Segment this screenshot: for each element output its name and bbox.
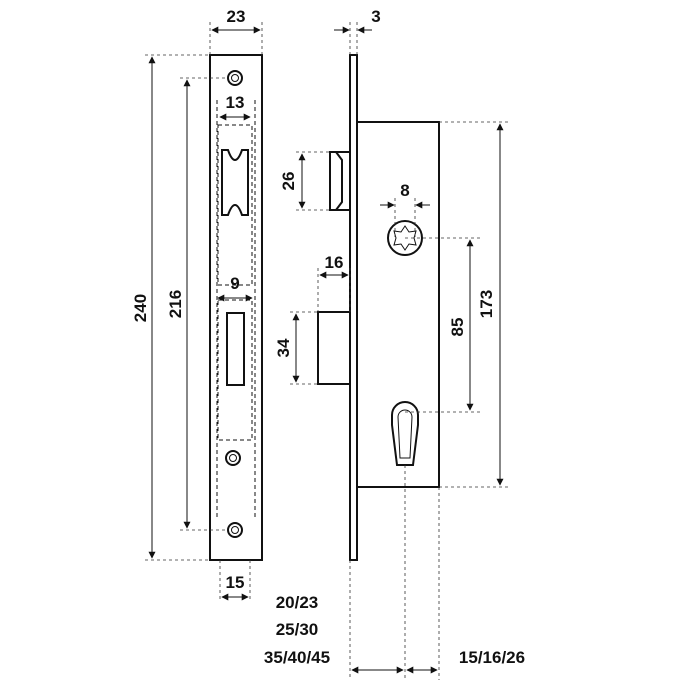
middle-screw-hole bbox=[225, 450, 241, 466]
bottom-screw-hole-inner bbox=[231, 526, 239, 534]
faceplate-front-view bbox=[209, 54, 263, 561]
dim-screw-spacing: 216 bbox=[166, 290, 185, 318]
dim-roller-height: 26 bbox=[279, 172, 298, 191]
dimension-labels: 23 3 13 9 15 8 16 240 216 26 34 85 173 2… bbox=[131, 7, 525, 667]
hub-outer bbox=[387, 220, 423, 256]
lock-body-side-view bbox=[317, 54, 440, 561]
roller-slot bbox=[217, 124, 253, 286]
dim-case-height: 173 bbox=[477, 290, 496, 318]
backset-value-1: 20/23 bbox=[276, 593, 319, 612]
roller-latch-front bbox=[221, 149, 249, 216]
cylinder-hole bbox=[391, 401, 419, 466]
top-screw-hole bbox=[227, 70, 243, 86]
dim-centre-distance: 85 bbox=[448, 318, 467, 337]
deadbolt-side bbox=[317, 311, 351, 385]
deadbolt-slot-frame bbox=[217, 299, 253, 441]
roller-latch-side bbox=[329, 151, 350, 211]
deadbolt-slot bbox=[226, 312, 245, 386]
dim-pin-diameter: 8 bbox=[400, 181, 409, 200]
dim-roller-width: 13 bbox=[226, 93, 245, 112]
dim-bolt-height: 34 bbox=[274, 338, 293, 357]
dim-overall-height: 240 bbox=[131, 294, 150, 322]
top-screw-hole-inner bbox=[231, 74, 239, 82]
dim-faceplate-thickness: 3 bbox=[371, 7, 380, 26]
backset-value-2: 25/30 bbox=[276, 620, 319, 639]
lock-case bbox=[356, 121, 440, 488]
dim-faceplate-width: 23 bbox=[227, 7, 246, 26]
cylinder-hole-inner bbox=[397, 409, 413, 459]
dim-cylinder-offset: 15/16/26 bbox=[459, 648, 525, 667]
dim-bottom-width: 15 bbox=[226, 573, 245, 592]
faceplate-outline bbox=[209, 54, 263, 561]
side-faceplate bbox=[349, 54, 358, 561]
bottom-screw-hole bbox=[227, 522, 243, 538]
hub-star bbox=[393, 225, 417, 251]
dim-bolt-slot-width: 9 bbox=[230, 274, 239, 293]
dim-bolt-projection: 16 bbox=[325, 253, 344, 272]
middle-screw-hole-inner bbox=[229, 454, 237, 462]
dimension-lines bbox=[145, 22, 510, 680]
backset-value-3: 35/40/45 bbox=[264, 648, 330, 667]
